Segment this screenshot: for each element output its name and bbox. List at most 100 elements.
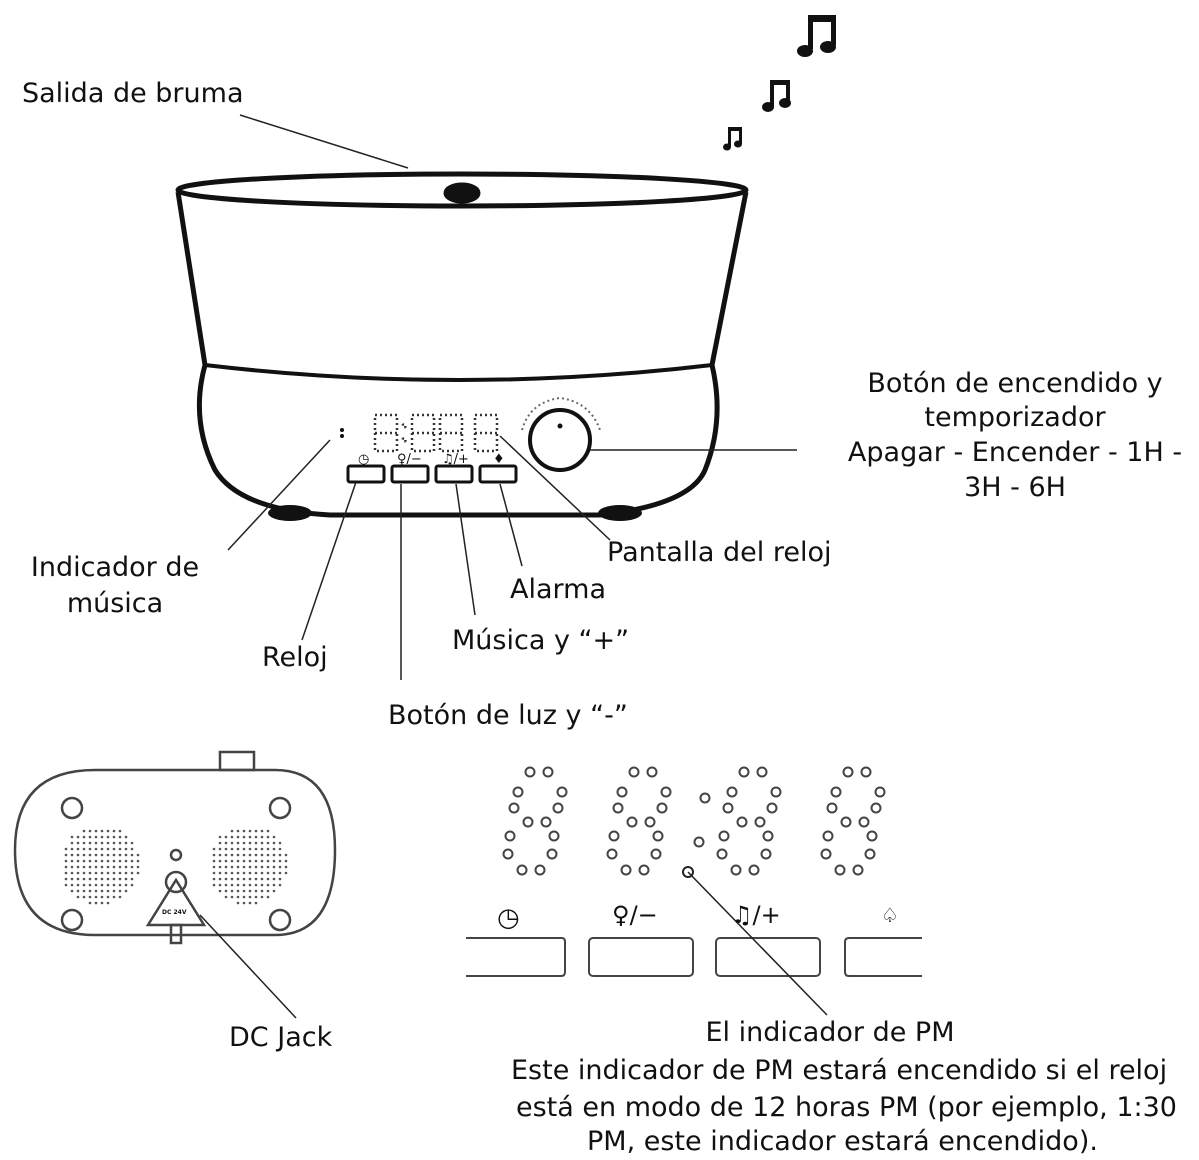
grille-dot bbox=[76, 883, 80, 887]
grille-dot bbox=[254, 871, 258, 875]
display-segment-dot bbox=[660, 786, 672, 798]
grille-dot bbox=[248, 835, 252, 839]
grille-dot bbox=[64, 865, 68, 869]
grille-dot bbox=[112, 853, 116, 857]
grille-dot bbox=[236, 895, 240, 899]
grille-dot bbox=[100, 835, 104, 839]
grille-dot bbox=[242, 853, 246, 857]
grille-dot bbox=[76, 895, 80, 899]
display-segment-dot bbox=[830, 786, 842, 798]
display-segment-dot bbox=[722, 802, 734, 814]
grille-dot bbox=[272, 877, 276, 881]
grille-dot bbox=[76, 859, 80, 863]
grille-dot bbox=[218, 859, 222, 863]
display-segment-dot bbox=[730, 864, 742, 876]
display-segment-dot bbox=[870, 802, 882, 814]
grille-dot bbox=[260, 847, 264, 851]
grille-dot bbox=[88, 895, 92, 899]
display-segment-dot bbox=[628, 766, 640, 778]
grille-dot bbox=[260, 883, 264, 887]
grille-dot bbox=[112, 871, 116, 875]
grille-dot bbox=[266, 889, 270, 893]
display-segment-dot bbox=[718, 830, 730, 842]
grille-dot bbox=[224, 859, 228, 863]
music-note-icon bbox=[723, 15, 836, 151]
grille-dot bbox=[254, 883, 258, 887]
grille-dot bbox=[124, 853, 128, 857]
display-segment-dot bbox=[866, 830, 878, 842]
grille-dot bbox=[248, 853, 252, 857]
grille-dot bbox=[278, 871, 282, 875]
grille-dot bbox=[242, 841, 246, 845]
display-segment-dot bbox=[548, 830, 560, 842]
bulb-icon: ♀/− bbox=[397, 452, 422, 467]
grille-dot bbox=[112, 841, 116, 845]
grille-dot bbox=[76, 889, 80, 893]
grille-dot bbox=[64, 883, 68, 887]
bulb-glyph: ♀ bbox=[612, 901, 630, 929]
grille-dot bbox=[94, 829, 98, 833]
grille-dot bbox=[242, 865, 246, 869]
label-clock-display: Pantalla del reloj bbox=[607, 537, 832, 568]
grille-dot bbox=[236, 865, 240, 869]
grille-dot bbox=[124, 877, 128, 881]
grille-dot bbox=[100, 877, 104, 881]
grille-dot bbox=[100, 889, 104, 893]
grille-dot bbox=[242, 871, 246, 875]
grille-dot bbox=[130, 871, 134, 875]
grille-dot bbox=[106, 865, 110, 869]
display-segment-dot bbox=[762, 830, 774, 842]
grille-dot bbox=[88, 889, 92, 893]
display-segment-dot bbox=[738, 766, 750, 778]
grille-dot bbox=[266, 847, 270, 851]
grille-dot bbox=[82, 865, 86, 869]
grille-dot bbox=[82, 895, 86, 899]
grille-dot bbox=[230, 883, 234, 887]
display-segment-dot bbox=[540, 816, 552, 828]
display-segment-dot bbox=[646, 766, 658, 778]
grille-dot bbox=[70, 865, 74, 869]
grille-dot bbox=[212, 859, 216, 863]
grille-dot bbox=[124, 871, 128, 875]
grille-dot bbox=[82, 871, 86, 875]
grille-dot bbox=[70, 835, 74, 839]
label-pm-desc-3: PM, este indicador estará encendido). bbox=[587, 1126, 1098, 1157]
grille-dot bbox=[248, 871, 252, 875]
grille-dot bbox=[260, 859, 264, 863]
display-segment-dot bbox=[760, 848, 772, 860]
label-music-plus: Música y “+” bbox=[452, 625, 630, 656]
grille-dot bbox=[76, 841, 80, 845]
grille-dot bbox=[224, 877, 228, 881]
grille-dot bbox=[112, 835, 116, 839]
grille-dot bbox=[124, 859, 128, 863]
grille-dot bbox=[224, 883, 228, 887]
grille-dot bbox=[218, 883, 222, 887]
grille-dot bbox=[224, 895, 228, 899]
grille-dot bbox=[82, 883, 86, 887]
grille-dot bbox=[218, 841, 222, 845]
grille-dot bbox=[118, 835, 122, 839]
grille-dot bbox=[260, 841, 264, 845]
grille-dot bbox=[242, 829, 246, 833]
grille-dot bbox=[212, 865, 216, 869]
grille-dot bbox=[248, 829, 252, 833]
music-note-icon: ♫/+ bbox=[731, 901, 781, 929]
grille-dot bbox=[70, 853, 74, 857]
grille-dot bbox=[248, 889, 252, 893]
diffuser-body bbox=[175, 171, 749, 518]
label-power-timer-2: temporizador bbox=[924, 402, 1106, 433]
grille-dot bbox=[94, 889, 98, 893]
grille-dot bbox=[100, 859, 104, 863]
grille-dot bbox=[272, 871, 276, 875]
display-segment-dot bbox=[820, 848, 832, 860]
grille-dot bbox=[260, 835, 264, 839]
grille-dot bbox=[118, 829, 122, 833]
grille-dot bbox=[100, 841, 104, 845]
grille-dot bbox=[242, 847, 246, 851]
enlarged-display bbox=[502, 766, 886, 876]
grille-dot bbox=[136, 859, 140, 863]
grille-dot bbox=[94, 895, 98, 899]
grille-dot bbox=[260, 895, 264, 899]
grille-dot bbox=[224, 835, 228, 839]
